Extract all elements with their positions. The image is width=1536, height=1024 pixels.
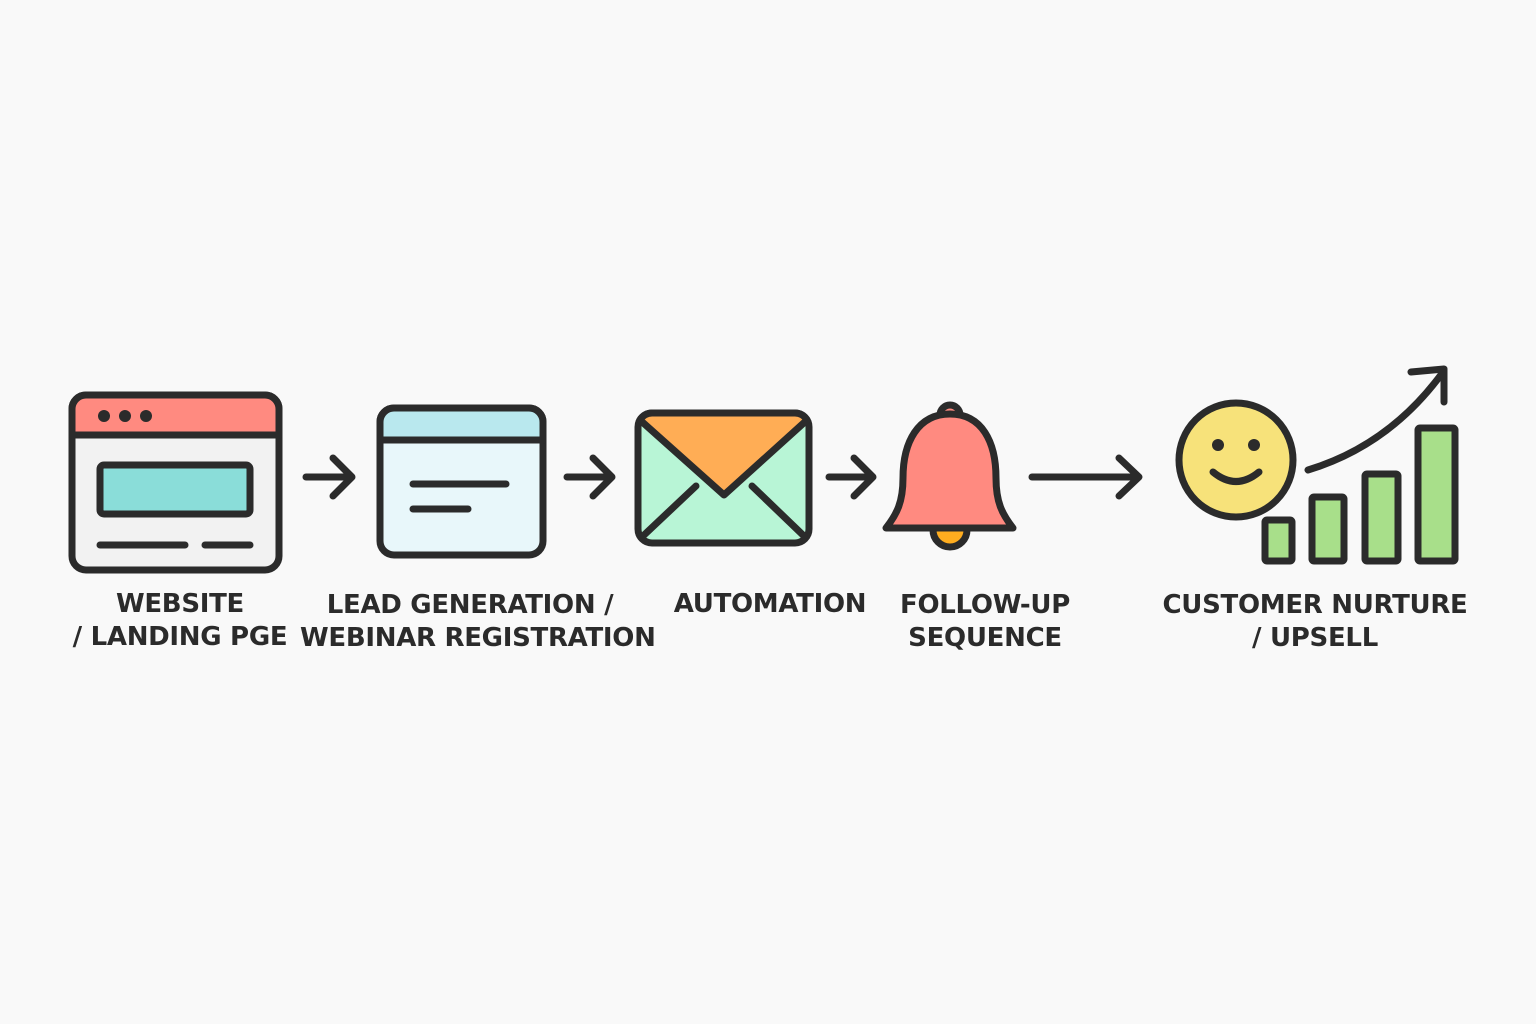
step-label-line: SEQUENCE [908, 623, 1062, 653]
step-label-line: / UPSELL [1252, 623, 1378, 653]
step-label-line: FOLLOW-UP [900, 590, 1070, 620]
step-label-automation: AUTOMATION [660, 588, 880, 621]
step-label-follow-up: FOLLOW-UP SEQUENCE [880, 589, 1090, 655]
smiley-face-icon [1175, 399, 1297, 521]
flow-arrow [563, 454, 616, 500]
step-label-line: AUTOMATION [673, 589, 867, 619]
step-label-line: LEAD GENERATION / [326, 590, 614, 620]
smiley-growth-chart-icon [1175, 365, 1459, 565]
bell-icon [882, 401, 1017, 551]
step-label-line: WEBSITE [115, 589, 245, 619]
flow-arrow [1028, 454, 1143, 500]
flow-arrow [825, 454, 877, 500]
step-label-lead-generation: LEAD GENERATION / WEBINAR REGISTRATION [300, 589, 656, 655]
step-label-line: / LANDING PGE [72, 622, 288, 652]
trend-up-arrow-icon [1304, 365, 1448, 474]
step-label-website: WEBSITE / LANDING PGE [60, 588, 300, 654]
form-window-icon [376, 404, 547, 559]
step-label-line: CUSTOMER NURTURE [1162, 590, 1468, 620]
envelope-icon [634, 409, 813, 547]
step-label-customer-nurture: CUSTOMER NURTURE / UPSELL [1150, 589, 1480, 655]
browser-window-icon [68, 391, 283, 574]
step-label-line: WEBINAR REGISTRATION [300, 623, 656, 653]
bar-chart-icon [1261, 424, 1459, 565]
flow-arrow [302, 454, 356, 500]
